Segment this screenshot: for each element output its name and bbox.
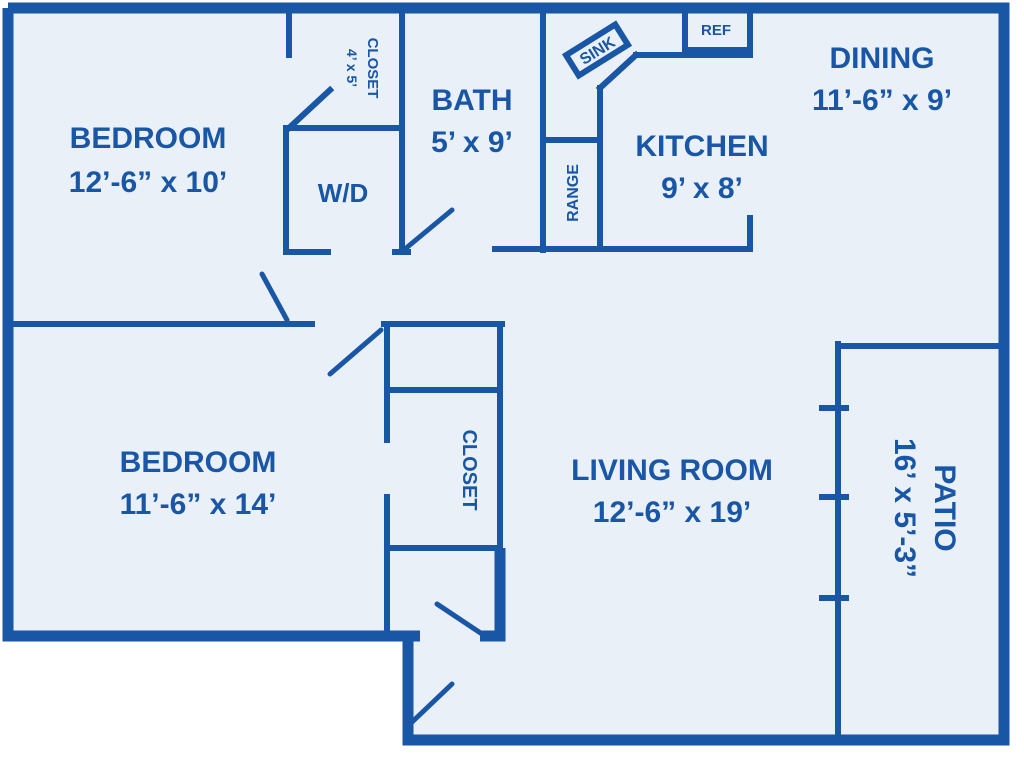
door-bath [402, 207, 455, 252]
bath-size: 5’ x 9’ [431, 126, 513, 159]
patio-size: 16’ x 5’-3” [888, 438, 921, 578]
bedroom2-name: BEDROOM [120, 446, 277, 479]
ref-label: REF [701, 22, 731, 39]
kitchen-size: 9’ x 8’ [661, 172, 743, 205]
dining-size: 11’-6” x 9’ [812, 84, 952, 117]
floor-area [8, 8, 1004, 740]
bedroom1-size: 12’-6” x 10’ [69, 166, 227, 199]
wall-counter-diag [595, 50, 641, 93]
wall-closet-diag [284, 85, 335, 133]
closet-small-size: 4’ x 5’ [344, 49, 360, 87]
outer-wall [8, 2, 1010, 746]
door-entry [407, 681, 455, 727]
door-bedroom2 [327, 327, 384, 377]
bedroom2-size: 11’-6” x 14’ [120, 488, 277, 521]
bath-name: BATH [431, 84, 512, 117]
kitchen-name: KITCHEN [635, 130, 768, 163]
range-label: RANGE [565, 164, 582, 222]
living-name: LIVING ROOM [571, 454, 773, 487]
bedroom1-name: BEDROOM [70, 122, 227, 155]
dining-name: DINING [830, 42, 935, 75]
outer-wall-left [2, 8, 420, 642]
sink-box [561, 20, 633, 80]
door-bedroom1 [259, 271, 290, 323]
closet-large-name: CLOSET [458, 429, 480, 510]
door-closet2 [434, 601, 488, 639]
washer-dryer-label: W/D [318, 178, 369, 208]
patio-name: PATIO [928, 464, 961, 551]
living-size: 12’-6” x 19’ [593, 496, 751, 529]
closet-small-name: CLOSET [364, 38, 381, 99]
